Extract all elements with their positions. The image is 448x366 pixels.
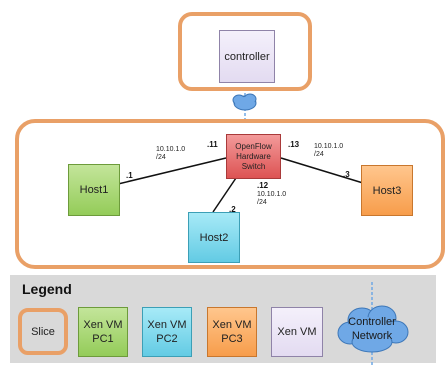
controller-network-cloud-icon [232, 93, 257, 111]
legend-xen-vm-pc1: Xen VM PC1 [78, 307, 128, 357]
host1-node[interactable]: Host1 [68, 164, 120, 216]
host2-node[interactable]: Host2 [188, 212, 240, 263]
link-switch-host1 [117, 157, 227, 185]
port-switch-host2: .12 [257, 181, 269, 190]
legend-controller-network: Controller Network [348, 316, 396, 342]
legend-xen-vm-pc2: Xen VM PC2 [142, 307, 192, 357]
port-host1: .1 [126, 171, 133, 180]
port-host3: .3 [343, 170, 350, 179]
subnet-label-host1: 10.10.1.0 /24 [156, 146, 186, 161]
subnet-label-host3: 10.10.1.0 /24 [314, 143, 344, 158]
legend-slice: Slice [18, 308, 68, 355]
host3-node[interactable]: Host3 [361, 165, 413, 216]
controller-node[interactable]: controller [219, 30, 275, 83]
main-slice [15, 119, 445, 269]
legend-title: Legend [22, 281, 72, 297]
controller-slice [178, 12, 312, 91]
link-switch-host3 [280, 157, 364, 184]
subnet-label-host2: 10.10.1.0 /24 [257, 191, 287, 206]
legend-xen-vm-pc3: Xen VM PC3 [207, 307, 257, 357]
port-switch-host3: .13 [288, 140, 300, 149]
legend-xen-vm: Xen VM [271, 307, 323, 357]
port-switch-host1: .11 [207, 140, 218, 149]
port-host2: .2 [229, 205, 236, 214]
link-switch-host2 [212, 177, 237, 213]
openflow-switch[interactable]: OpenFlow Hardware Switch [226, 134, 281, 179]
